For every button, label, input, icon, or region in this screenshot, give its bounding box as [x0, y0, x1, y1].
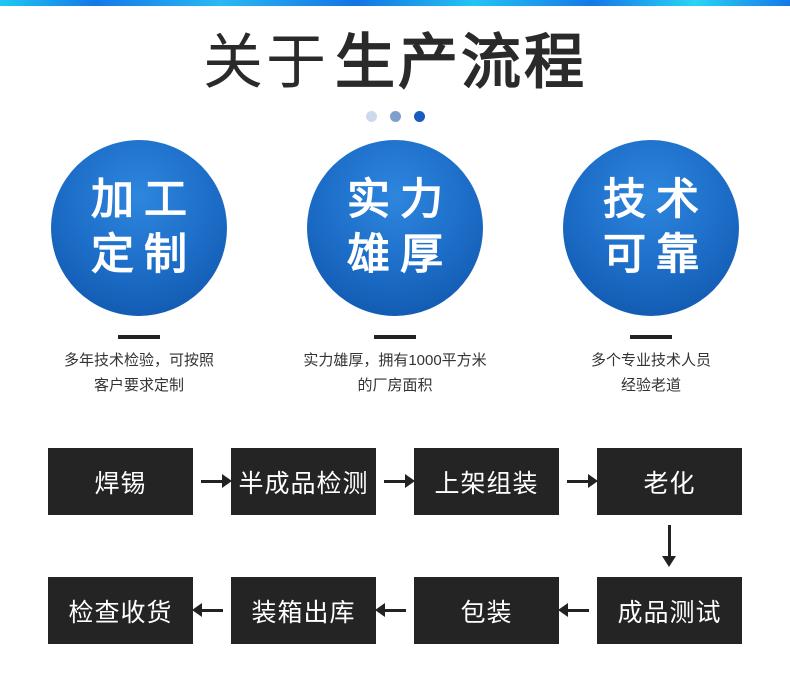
- accent-dot-1: [365, 111, 377, 122]
- arrow-right-icon: [384, 474, 415, 488]
- flow-top-row: 焊锡 半成品检测 上架组装 老化: [48, 448, 742, 515]
- feature-circle-line1: 技术: [603, 175, 709, 224]
- feature-divider: [118, 335, 160, 339]
- arrow-right-icon: [201, 474, 232, 488]
- feature-circle-reliable-technology: 技术 可靠: [563, 140, 739, 316]
- feature-circle-line1: 实力: [347, 175, 453, 224]
- flow-step-aging: 老化: [597, 448, 742, 515]
- arrow-right-icon: [567, 474, 598, 488]
- arrow-left-icon: [558, 603, 589, 617]
- flow-middle-connector: [48, 515, 742, 577]
- feature-desc-line1: 多年技术检验，可按照: [63, 352, 214, 369]
- top-decorative-stripe: [0, 0, 790, 6]
- flow-step-soldering: 焊锡: [48, 448, 193, 515]
- title-accent-dots: [0, 111, 790, 122]
- flow-step-rack-assembly: 上架组装: [414, 448, 559, 515]
- feature-circle-line2: 可靠: [603, 231, 709, 279]
- feature-description: 多个专业技术人员 经验老道: [591, 348, 711, 398]
- page-title-light-part: 关于: [203, 29, 329, 96]
- feature-desc-line2: 客户要求定制: [93, 377, 184, 394]
- production-flowchart: 焊锡 半成品检测 上架组装 老化 检查收货 装箱出库 包装 成品测试: [48, 448, 742, 644]
- feature-circle-custom-processing: 加工 定制: [51, 140, 227, 316]
- page-title-bold-part: 生产流程: [335, 29, 587, 96]
- feature-divider: [630, 335, 672, 339]
- flow-step-inspect-receive: 检查收货: [48, 577, 193, 644]
- flow-step-packaging: 包装: [414, 577, 559, 644]
- feature-circle-line1: 加工: [91, 175, 197, 224]
- flow-step-semi-finished-inspection: 半成品检测: [231, 448, 376, 515]
- feature-col-strong-strength: 实力 雄厚 实力雄厚，拥有1000平方米 的厂房面积: [270, 140, 520, 398]
- page-title: 关于生产流程: [0, 28, 790, 97]
- accent-dot-3: [413, 111, 425, 122]
- arrow-left-icon: [375, 603, 406, 617]
- feature-circle-strong-strength: 实力 雄厚: [307, 140, 483, 316]
- flow-step-boxing-outbound: 装箱出库: [231, 577, 376, 644]
- flow-step-finished-testing: 成品测试: [597, 577, 742, 644]
- feature-col-custom-processing: 加工 定制 多年技术检验，可按照 客户要求定制: [14, 140, 264, 398]
- feature-col-reliable-technology: 技术 可靠 多个专业技术人员 经验老道: [526, 140, 776, 398]
- arrow-down-icon: [662, 525, 676, 567]
- flow-bottom-row: 检查收货 装箱出库 包装 成品测试: [48, 577, 742, 644]
- feature-desc-line1: 实力雄厚，拥有1000平方米: [303, 352, 487, 369]
- feature-description: 实力雄厚，拥有1000平方米 的厂房面积: [303, 348, 486, 398]
- feature-divider: [374, 335, 416, 339]
- feature-desc-line1: 多个专业技术人员: [590, 352, 711, 369]
- feature-columns: 加工 定制 多年技术检验，可按照 客户要求定制 实力 雄厚 实力雄厚，拥有100…: [14, 140, 776, 398]
- feature-desc-line2: 的厂房面积: [357, 377, 433, 394]
- feature-circle-line2: 雄厚: [347, 231, 453, 279]
- feature-circle-line2: 定制: [91, 231, 197, 279]
- arrow-left-icon: [192, 603, 223, 617]
- accent-dot-2: [389, 111, 401, 122]
- feature-description: 多年技术检验，可按照 客户要求定制: [64, 348, 214, 398]
- feature-desc-line2: 经验老道: [620, 377, 681, 394]
